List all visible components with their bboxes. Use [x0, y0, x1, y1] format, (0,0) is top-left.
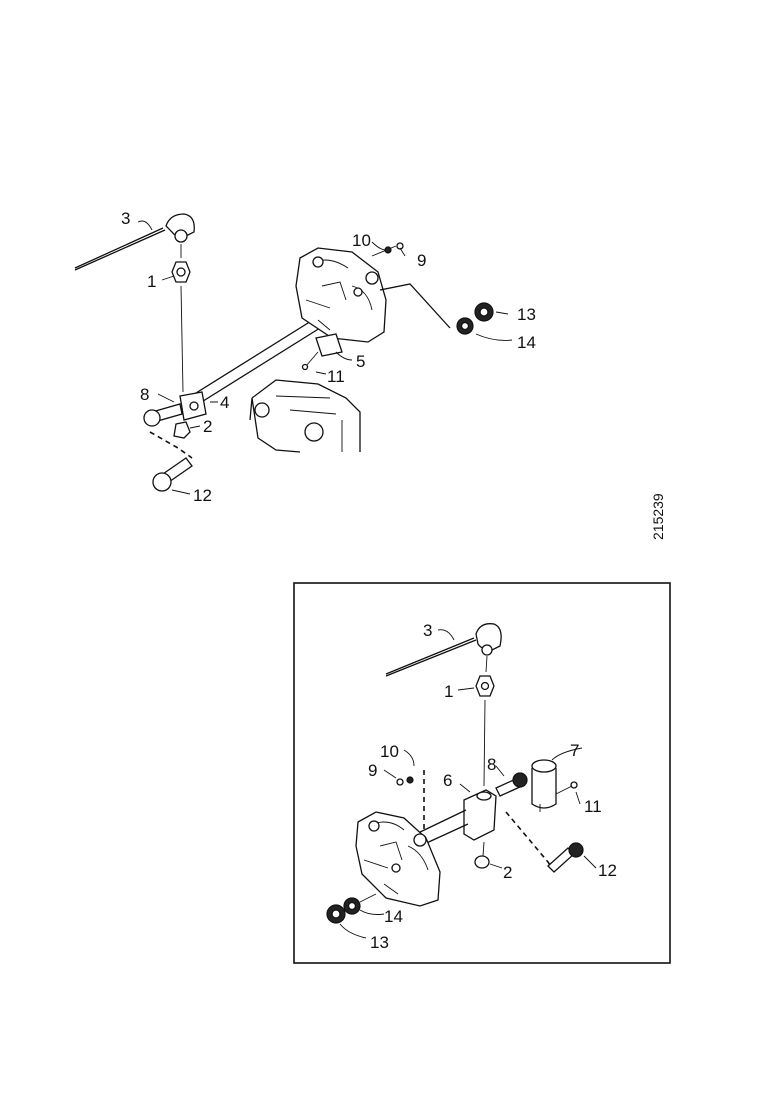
screw-11-inset: [555, 785, 573, 795]
lever-6-inset: [463, 789, 497, 841]
callout-8-inset: 8: [487, 755, 496, 774]
callout-11-inset: 11: [584, 797, 602, 816]
bushing-7-inset: [531, 768, 557, 809]
lever-6-hole-inset: [476, 791, 492, 801]
bracket-boss-a-upper: [312, 256, 324, 268]
callout-9-upper: 9: [417, 251, 426, 270]
axis-line-upper-b: [180, 285, 184, 393]
bushing-7-top-inset: [531, 759, 557, 773]
callout-4-upper: 4: [220, 393, 229, 412]
bracket-housing-detail-inset: [363, 821, 429, 895]
link-rod-3-inset: [385, 637, 477, 677]
callout-10-inset: 10: [380, 742, 399, 761]
inset-assembly-view: [326, 623, 597, 939]
callout-1-upper: 1: [147, 272, 156, 291]
joint-socket-inset: [481, 644, 493, 656]
callout-8-upper: 8: [140, 385, 149, 404]
nut-2-inset: [474, 855, 490, 869]
washer-13-hole-inset: [331, 909, 341, 919]
upper-assembly-view: [74, 213, 513, 495]
nut-2-upper: [173, 421, 191, 439]
axis-line-inset-c: [482, 841, 485, 857]
callout-13-inset: 13: [370, 933, 389, 952]
inset-frame: [293, 582, 671, 964]
callout-12-inset: 12: [598, 861, 617, 880]
bolt-12-head-inset: [568, 842, 584, 858]
callout-3-inset: 3: [423, 621, 432, 640]
callout-14-upper: 14: [517, 333, 536, 352]
dashed-guide-upper-12: [149, 431, 193, 459]
screw-11-upper: [305, 351, 319, 367]
bracket-housing-detail-upper: [305, 259, 373, 331]
callout-10-upper: 10: [352, 231, 371, 250]
joint-socket-upper: [174, 229, 188, 243]
bolt-8-head-upper: [143, 409, 161, 427]
axis-line-inset-a: [485, 655, 488, 673]
block-5-upper: [315, 333, 343, 357]
spring-10-end-inset: [406, 776, 414, 784]
right-link-upper: [379, 283, 451, 329]
link-rod-3-upper: [74, 227, 166, 271]
screw-11-head-upper: [301, 363, 309, 371]
screw-11-head-inset: [570, 781, 578, 789]
figure-number: 215239: [650, 493, 666, 540]
bracket-boss-a-inset: [368, 820, 380, 832]
engine-block-detail-upper: [275, 395, 343, 452]
bracket-boss-b-inset: [413, 833, 427, 847]
callout-6-inset: 6: [443, 771, 452, 790]
nut-14-hole-inset: [347, 901, 357, 911]
bolt-12-head-upper: [152, 472, 172, 492]
callout-7-inset: 7: [570, 741, 579, 760]
engine-block-boss-a-upper: [254, 402, 270, 418]
callout-3-upper: 3: [121, 209, 130, 228]
callout-1-inset: 1: [444, 682, 453, 701]
pin-9-inset: [396, 778, 404, 786]
ball-stud-1-center-upper: [176, 267, 186, 277]
nut-axis-inset: [359, 893, 377, 903]
engine-block-fragment-upper: [249, 379, 361, 453]
pin-9-upper: [396, 242, 404, 250]
callout-9-inset: 9: [368, 761, 377, 780]
nut-14-hole-upper: [460, 321, 470, 331]
callout-12-upper: 12: [193, 486, 212, 505]
leaders-upper: [137, 220, 513, 495]
callout-13-upper: 13: [517, 305, 536, 324]
callout-2-upper: 2: [203, 417, 212, 436]
ball-stud-1-center-inset: [480, 681, 490, 691]
washer-13-hole-upper: [479, 307, 489, 317]
pin-9-line-upper: [371, 245, 397, 257]
lever-4-hole-upper: [189, 401, 199, 411]
bracket-housing-upper: [295, 247, 387, 343]
callout-2-inset: 2: [503, 863, 512, 882]
callout-14-inset: 14: [384, 907, 403, 926]
engine-block-boss-b-upper: [304, 422, 324, 442]
callout-5-upper: 5: [356, 352, 365, 371]
axis-line-inset-b: [483, 699, 486, 787]
bracket-boss-b-upper: [365, 271, 379, 285]
bolt-8-head-inset: [512, 772, 528, 788]
dashed-guide-inset-12: [505, 811, 553, 869]
leaders-inset: [339, 629, 597, 939]
bracket-boss-c-upper: [353, 287, 363, 297]
callout-11-upper: 11: [327, 367, 345, 386]
bracket-boss-c-inset: [391, 863, 401, 873]
